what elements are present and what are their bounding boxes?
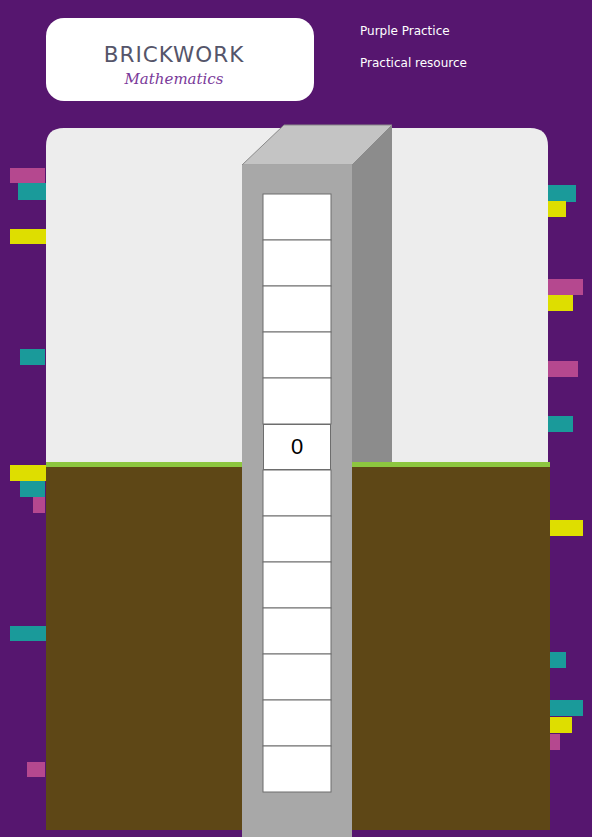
number-cells <box>263 194 331 792</box>
pillar-side <box>352 125 392 462</box>
header-label: Practical resource <box>360 56 467 70</box>
logo-wordmark: BRICKWORK <box>46 44 302 66</box>
number-cell: 0 <box>263 424 331 470</box>
logo-subtitle: Mathematics <box>46 72 302 87</box>
ground <box>46 466 550 830</box>
cell-number: 0 <box>291 434 303 460</box>
logo-box: BRICKWORK Mathematics <box>46 18 314 101</box>
pillar-front <box>242 165 352 837</box>
header-label: Purple Practice <box>360 24 450 38</box>
